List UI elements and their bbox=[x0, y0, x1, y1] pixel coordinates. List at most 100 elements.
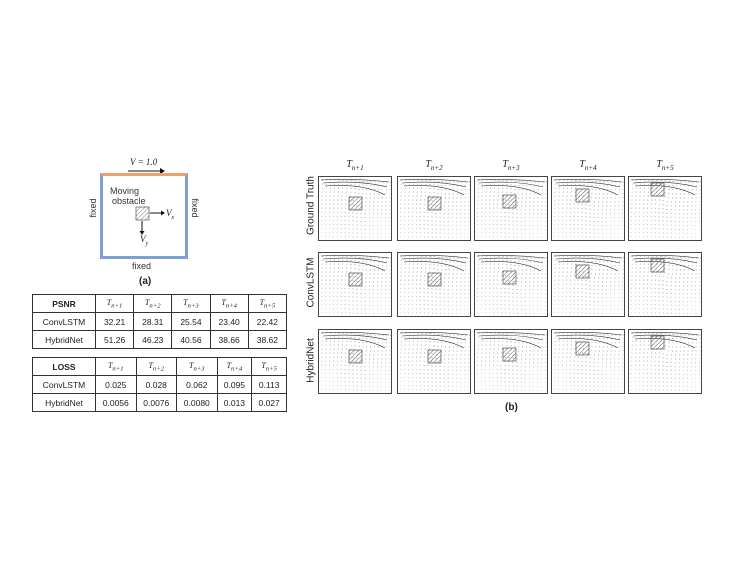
col-header: Tn+5 bbox=[247, 294, 288, 313]
quiver-plot bbox=[476, 178, 547, 238]
flow-panel bbox=[397, 329, 471, 394]
flow-panel bbox=[628, 252, 702, 317]
quiver-plot bbox=[399, 331, 470, 391]
obstacle-icon bbox=[650, 335, 665, 350]
table-cell: 0.028 bbox=[135, 375, 178, 394]
velocity-vectors bbox=[553, 331, 624, 391]
velocity-vectors bbox=[320, 178, 391, 238]
left-wall-label: fixed bbox=[88, 198, 98, 218]
table-cell: 40.56 bbox=[171, 330, 211, 349]
obstacle-icon bbox=[575, 264, 590, 279]
table-cell: 46.23 bbox=[133, 330, 173, 349]
obstacle-icon bbox=[502, 347, 517, 362]
caption-a: (a) bbox=[139, 276, 152, 287]
flow-panel bbox=[318, 252, 392, 317]
obstacle-icon bbox=[427, 272, 442, 287]
obstacle-icon bbox=[575, 188, 590, 203]
velocity-vectors bbox=[553, 254, 624, 314]
loss-table: LOSS Tn+1 Tn+2 Tn+3 Tn+4 Tn+5 ConvLSTM 0… bbox=[32, 357, 287, 412]
quiver-plot bbox=[320, 254, 391, 314]
flow-panel bbox=[474, 252, 548, 317]
table-cell: 32.21 bbox=[94, 312, 135, 331]
obstacle-icon bbox=[348, 349, 363, 364]
cavity-domain bbox=[100, 173, 188, 259]
table-cell: 25.54 bbox=[171, 312, 211, 331]
table-cell: 0.095 bbox=[216, 375, 253, 394]
quiver-plot bbox=[553, 178, 624, 238]
flow-panel bbox=[474, 329, 548, 394]
vx-label: Vx bbox=[166, 208, 175, 221]
quiver-plot bbox=[476, 254, 547, 314]
quiver-plot bbox=[630, 178, 701, 238]
table-cell: 38.62 bbox=[247, 330, 288, 349]
velocity-vectors bbox=[476, 254, 547, 314]
velocity-vectors bbox=[320, 254, 391, 314]
quiver-plot bbox=[320, 178, 391, 238]
obstacle-icon bbox=[650, 258, 665, 273]
flow-panel bbox=[318, 329, 392, 394]
velocity-vectors bbox=[320, 331, 391, 391]
obstacle-icon bbox=[502, 270, 517, 285]
velocity-vectors bbox=[476, 178, 547, 238]
col-header: Tn+1 bbox=[95, 357, 137, 376]
row-label: HybridNet bbox=[32, 330, 96, 349]
right-wall-label: fixed bbox=[190, 198, 200, 218]
quiver-plot bbox=[630, 331, 701, 391]
col-header: Tn+3 bbox=[171, 294, 211, 313]
caption-b: (b) bbox=[505, 402, 518, 413]
obstacle-icon bbox=[348, 272, 363, 287]
flow-panel bbox=[397, 252, 471, 317]
table-cell: 0.013 bbox=[216, 393, 253, 412]
obstacle-icon bbox=[502, 194, 517, 209]
table-cell: 0.027 bbox=[251, 393, 287, 412]
row-head-hybridnet: HybridNet bbox=[305, 338, 317, 383]
table-cell: 0.062 bbox=[176, 375, 218, 394]
flow-panel bbox=[474, 176, 548, 241]
table-cell: 0.0080 bbox=[176, 393, 218, 412]
velocity-label: V = 1.0 bbox=[130, 157, 158, 167]
col-header: Tn+5 bbox=[251, 357, 287, 376]
velocity-vectors bbox=[399, 331, 470, 391]
col-header: Tn+1 bbox=[94, 294, 135, 313]
col-header: Tn+4 bbox=[216, 357, 253, 376]
velocity-vectors bbox=[399, 178, 470, 238]
table-cell: 28.31 bbox=[133, 312, 173, 331]
quiver-plot bbox=[399, 178, 470, 238]
velocity-arrow-icon bbox=[128, 168, 165, 174]
row-label: ConvLSTM bbox=[32, 312, 96, 331]
flow-panel bbox=[551, 329, 625, 394]
table-row: ConvLSTM 0.025 0.028 0.062 0.095 0.113 bbox=[32, 375, 287, 394]
table-header-row: LOSS Tn+1 Tn+2 Tn+3 Tn+4 Tn+5 bbox=[32, 357, 287, 376]
quiver-plot bbox=[553, 254, 624, 314]
col-header: Tn+2 bbox=[135, 357, 178, 376]
obstacle-icon bbox=[427, 196, 442, 211]
table-cell: 0.0076 bbox=[135, 393, 178, 412]
psnr-table: PSNR Tn+1 Tn+2 Tn+3 Tn+4 Tn+5 ConvLSTM 3… bbox=[32, 294, 288, 349]
quiver-plot bbox=[553, 331, 624, 391]
col-header: Tn+3 bbox=[176, 357, 218, 376]
table-cell: 51.26 bbox=[94, 330, 135, 349]
col-header: Tn+2 bbox=[133, 294, 173, 313]
obstacle-icon bbox=[135, 206, 165, 235]
col-head-3: Tn+3 bbox=[502, 159, 520, 172]
velocity-vectors bbox=[476, 331, 547, 391]
table-title: LOSS bbox=[32, 357, 96, 376]
table-cell: 0.113 bbox=[251, 375, 287, 394]
flow-panel bbox=[318, 176, 392, 241]
col-header: Tn+4 bbox=[209, 294, 249, 313]
row-head-ground-truth: Ground Truth bbox=[305, 176, 317, 235]
quiver-plot bbox=[630, 254, 701, 314]
table-title: PSNR bbox=[32, 294, 96, 313]
velocity-vectors bbox=[553, 178, 624, 238]
table-header-row: PSNR Tn+1 Tn+2 Tn+3 Tn+4 Tn+5 bbox=[32, 294, 288, 313]
velocity-vectors bbox=[630, 178, 701, 238]
row-label: HybridNet bbox=[32, 393, 96, 412]
obstacle-label: Moving obstacle bbox=[110, 186, 146, 206]
obstacle-icon bbox=[650, 182, 665, 197]
table-cell: 0.025 bbox=[95, 375, 137, 394]
quiver-plot bbox=[399, 254, 470, 314]
table-cell: 0.0056 bbox=[95, 393, 137, 412]
obstacle-icon bbox=[427, 349, 442, 364]
col-head-1: Tn+1 bbox=[346, 159, 364, 172]
flow-panel bbox=[628, 329, 702, 394]
